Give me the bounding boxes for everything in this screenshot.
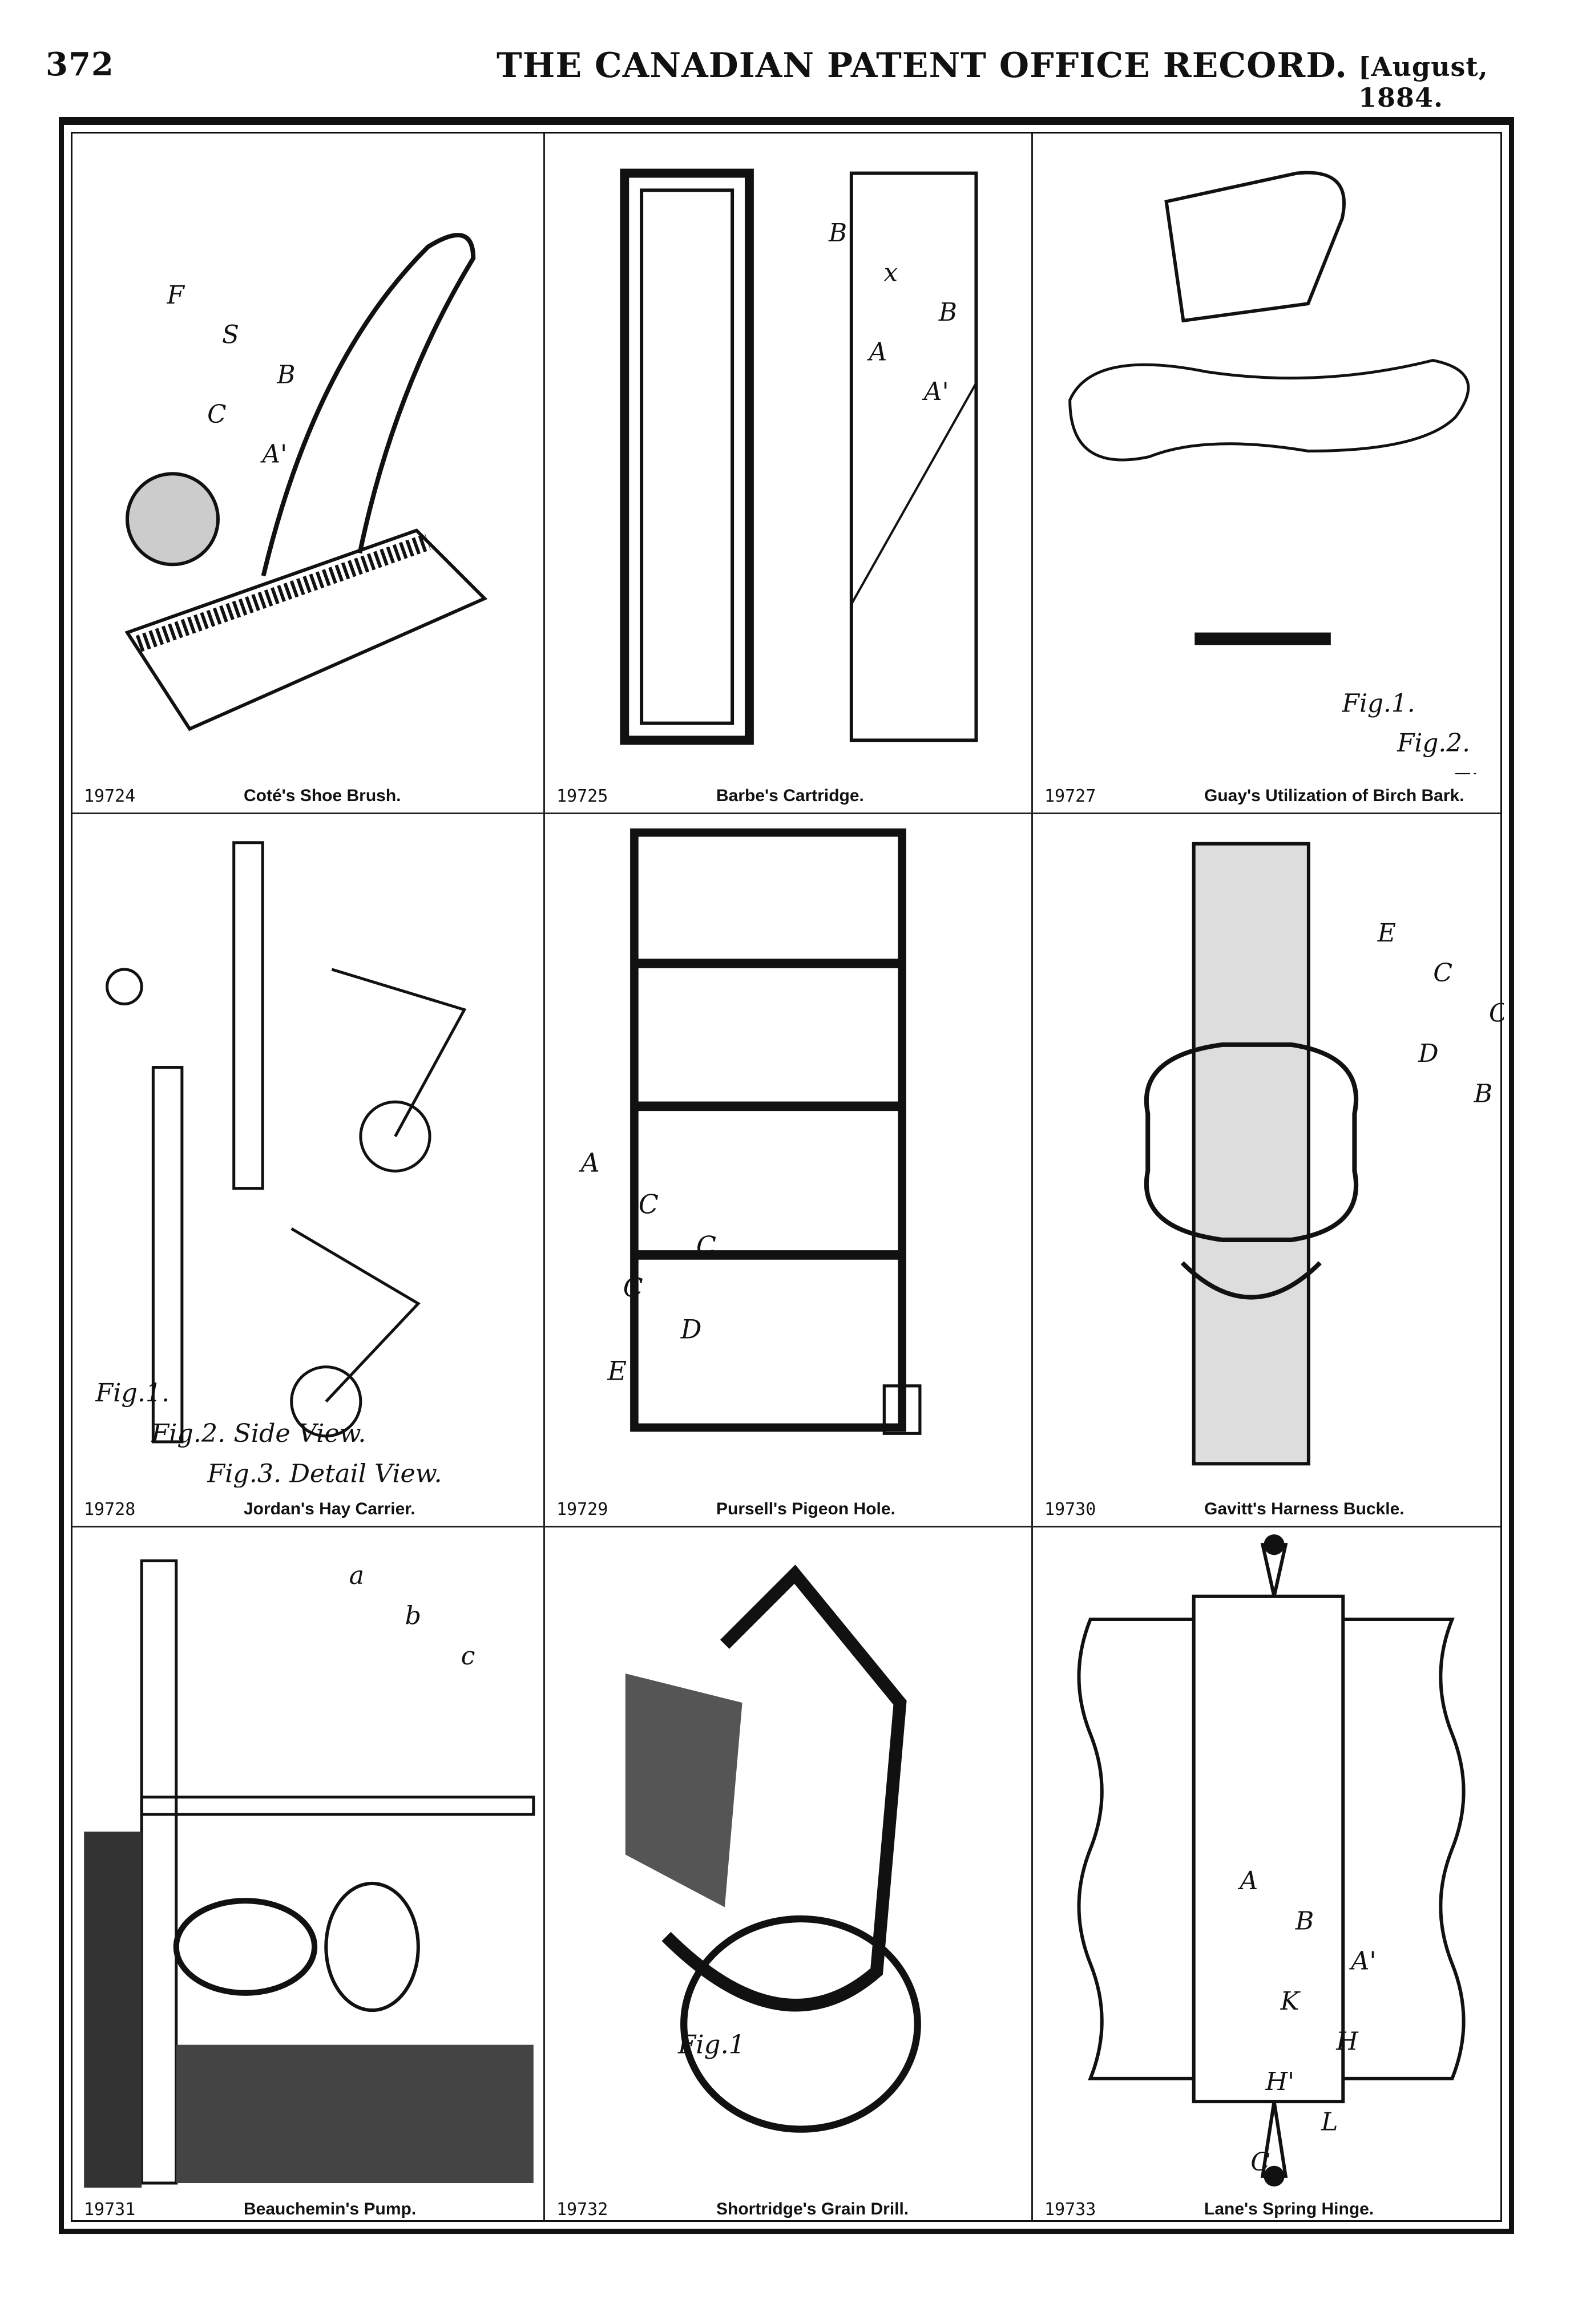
patent-number: 19727	[1044, 786, 1096, 806]
figure-label: Fig.1	[677, 2030, 745, 2060]
figure-label: C	[623, 1272, 643, 1303]
figure-label: A	[867, 338, 887, 367]
patent-drawing: Fig.1	[625, 1565, 921, 2133]
column-divider	[1031, 134, 1033, 2220]
column-divider	[543, 134, 545, 2220]
figure-label: A'	[1349, 1947, 1376, 1976]
figure-label: H'	[1265, 2067, 1294, 2096]
patent-name: Beauchemin's Pump.	[244, 2200, 417, 2218]
figure-label: A'	[922, 377, 949, 406]
patent-panel-19728: Fig.1. Fig.2. Side View. Fig.3. Detail Vie…	[72, 814, 545, 1527]
patent-number: 19731	[84, 2200, 136, 2220]
figure-label: Fig.1.	[1342, 689, 1415, 718]
figure-label: Fig.2. Side View.	[151, 1419, 366, 1448]
patent-name: Gavitt's Harness Buckle.	[1204, 1500, 1405, 1518]
patent-caption: 19733 Lane's Spring Hinge.	[1044, 2200, 1498, 2220]
patent-name: Guay's Utilization of Birch Bark.	[1204, 786, 1464, 805]
issue-date: [August, 1884.	[1358, 51, 1488, 113]
patent-name: Jordan's Hay Carrier.	[244, 1500, 415, 1518]
figure-label: S	[222, 321, 239, 350]
figure-label: E	[607, 1355, 626, 1386]
patent-drawing: Fig.1. Fig.2. Side View. Fig.3. Detail Vie…	[95, 841, 467, 1488]
figure-label: Fig.3. Detail View.	[207, 1460, 442, 1488]
figure-label: C	[1250, 2148, 1270, 2177]
figure-label: B	[828, 219, 847, 248]
figure-label: A'	[260, 439, 288, 468]
figure-label: x	[883, 258, 898, 287]
figure-label: a	[349, 1561, 364, 1590]
patent-drawing: Fig.1.Fig.2.Fig.3.NL	[1068, 171, 1504, 774]
patent-number: 19732	[556, 2200, 608, 2220]
figure-label: B	[1295, 1906, 1314, 1935]
patent-panel-19731: a b c 19731 Beauchemin's Pump.	[72, 1527, 545, 2228]
patent-caption: 19725 Barbe's Cartridge.	[556, 786, 1027, 806]
publication-title: THE CANADIAN PATENT OFFICE RECORD.	[497, 46, 1347, 86]
patent-caption: 19727 Guay's Utilization of Birch Bark.	[1044, 786, 1498, 806]
patent-name: Barbe's Cartridge.	[716, 786, 864, 805]
page-number: 372	[46, 46, 114, 83]
row-divider	[72, 1526, 1500, 1527]
figure-label: c	[461, 1642, 475, 1671]
patent-name: Shortridge's Grain Drill.	[716, 2200, 909, 2218]
figure-label: Fig.3.	[1451, 769, 1504, 774]
patent-number: 19728	[84, 1500, 136, 1519]
figure-label: D	[1418, 1039, 1438, 1068]
figure-label: A	[579, 1147, 600, 1178]
figure-label: C	[639, 1189, 659, 1219]
figure-label: B	[276, 360, 295, 389]
patent-number: 19725	[556, 786, 608, 806]
figure-label: C	[1489, 999, 1504, 1028]
patent-panel-19732: Fig.1 19732 Shortridge's Grain Drill.	[545, 1527, 1033, 2228]
patent-number: 19724	[84, 786, 136, 806]
figure-label: F	[167, 281, 185, 310]
figure-label: C	[696, 1230, 716, 1261]
figure-label: L	[1321, 2107, 1338, 2136]
figure-label: B	[1474, 1079, 1493, 1108]
patent-number: 19733	[1044, 2200, 1096, 2220]
figure-label: H	[1335, 2027, 1359, 2056]
patent-name: Lane's Spring Hinge.	[1204, 2200, 1374, 2218]
patent-number: 19729	[556, 1500, 608, 1519]
figure-label: Fig.2.	[1397, 729, 1470, 758]
patent-caption: 19731 Beauchemin's Pump.	[84, 2200, 539, 2220]
patent-name: Coté's Shoe Brush.	[244, 786, 401, 805]
patent-caption: 19724 Coté's Shoe Brush.	[84, 786, 539, 806]
patent-caption: 19732 Shortridge's Grain Drill.	[556, 2200, 1027, 2220]
figure-label: K	[1280, 1987, 1301, 2016]
figure-label: C	[207, 400, 226, 429]
patent-drawing: a b c	[84, 1559, 535, 2188]
patent-number: 19730	[1044, 1500, 1096, 1519]
figure-label: b	[405, 1602, 421, 1631]
patent-caption: 19728 Jordan's Hay Carrier.	[84, 1500, 539, 1519]
patent-caption: 19729 Pursell's Pigeon Hole.	[556, 1500, 1027, 1519]
patent-caption: 19730 Gavitt's Harness Buckle.	[1044, 1500, 1498, 1519]
patent-name: Pursell's Pigeon Hole.	[716, 1500, 895, 1518]
figure-label: Fig.1.	[95, 1379, 170, 1408]
figure-label: B	[938, 298, 957, 327]
patent-drawing: E C C D B	[1144, 842, 1504, 1466]
patent-drawing: F S B C A'	[124, 233, 488, 731]
row-divider	[72, 813, 1500, 814]
figure-label: D	[680, 1313, 702, 1344]
figure-label: E	[1377, 919, 1396, 948]
patent-drawing: ABA'KHH'LCD	[1077, 1534, 1466, 2186]
patent-panel-19724: F S B C A' 19724 Coté's Shoe Brush.	[72, 134, 545, 814]
patent-panel-19729: A C C C D E 19729 Pursell's Pigeon Hole.	[545, 814, 1033, 1527]
figure-label: A	[1237, 1866, 1258, 1895]
patent-panel-19730: E C C D B 19730 Gavitt's Harness Buckle.	[1033, 814, 1504, 1527]
figure-label: C	[1433, 959, 1452, 988]
patent-drawing: A C C C D E	[579, 828, 922, 1435]
